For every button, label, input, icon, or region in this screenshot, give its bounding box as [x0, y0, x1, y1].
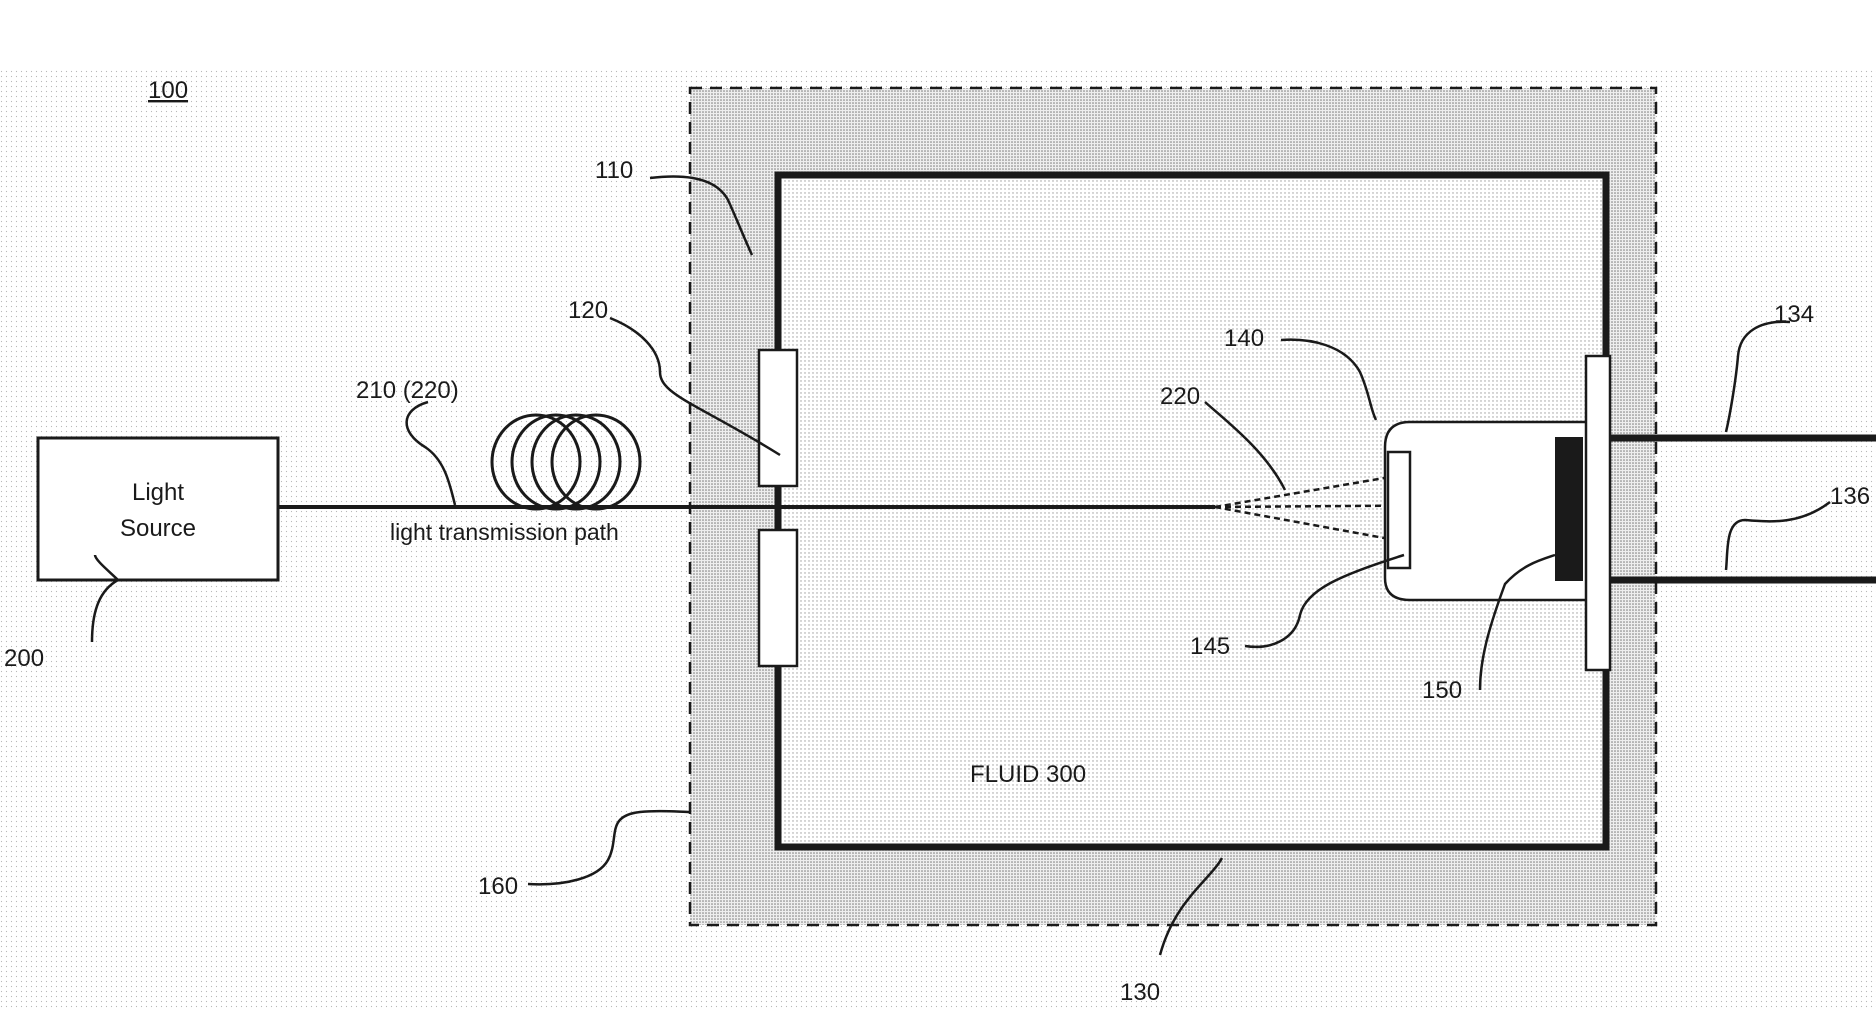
ref-130: 130 — [1120, 979, 1160, 1006]
ref-200: 200 — [4, 645, 44, 672]
fluid-label: FLUID 300 — [970, 761, 1086, 788]
ref-210: 210 (220) — [356, 377, 459, 404]
ref-120: 120 — [568, 297, 608, 324]
filter-145 — [1388, 452, 1410, 568]
ref-220: 220 — [1160, 383, 1200, 410]
ref-150: 150 — [1422, 677, 1462, 704]
light-source-label-line2: Source — [120, 515, 196, 542]
ref-110: 110 — [595, 157, 633, 184]
ref-160: 160 — [478, 873, 518, 900]
window-120-upper — [759, 350, 797, 486]
sensor-150 — [1555, 437, 1583, 581]
ref-134: 134 — [1774, 301, 1814, 328]
mounting-plate — [1586, 356, 1610, 670]
ref-145: 145 — [1190, 633, 1230, 660]
ref-140: 140 — [1224, 325, 1264, 352]
light-source-box — [38, 438, 278, 580]
figure-ref-label: 100 — [148, 77, 188, 104]
ref-136: 136 — [1830, 483, 1870, 510]
light-source-label-line1: Light — [132, 479, 184, 506]
light-path-label: light transmission path — [390, 519, 619, 545]
window-120-lower — [759, 530, 797, 666]
